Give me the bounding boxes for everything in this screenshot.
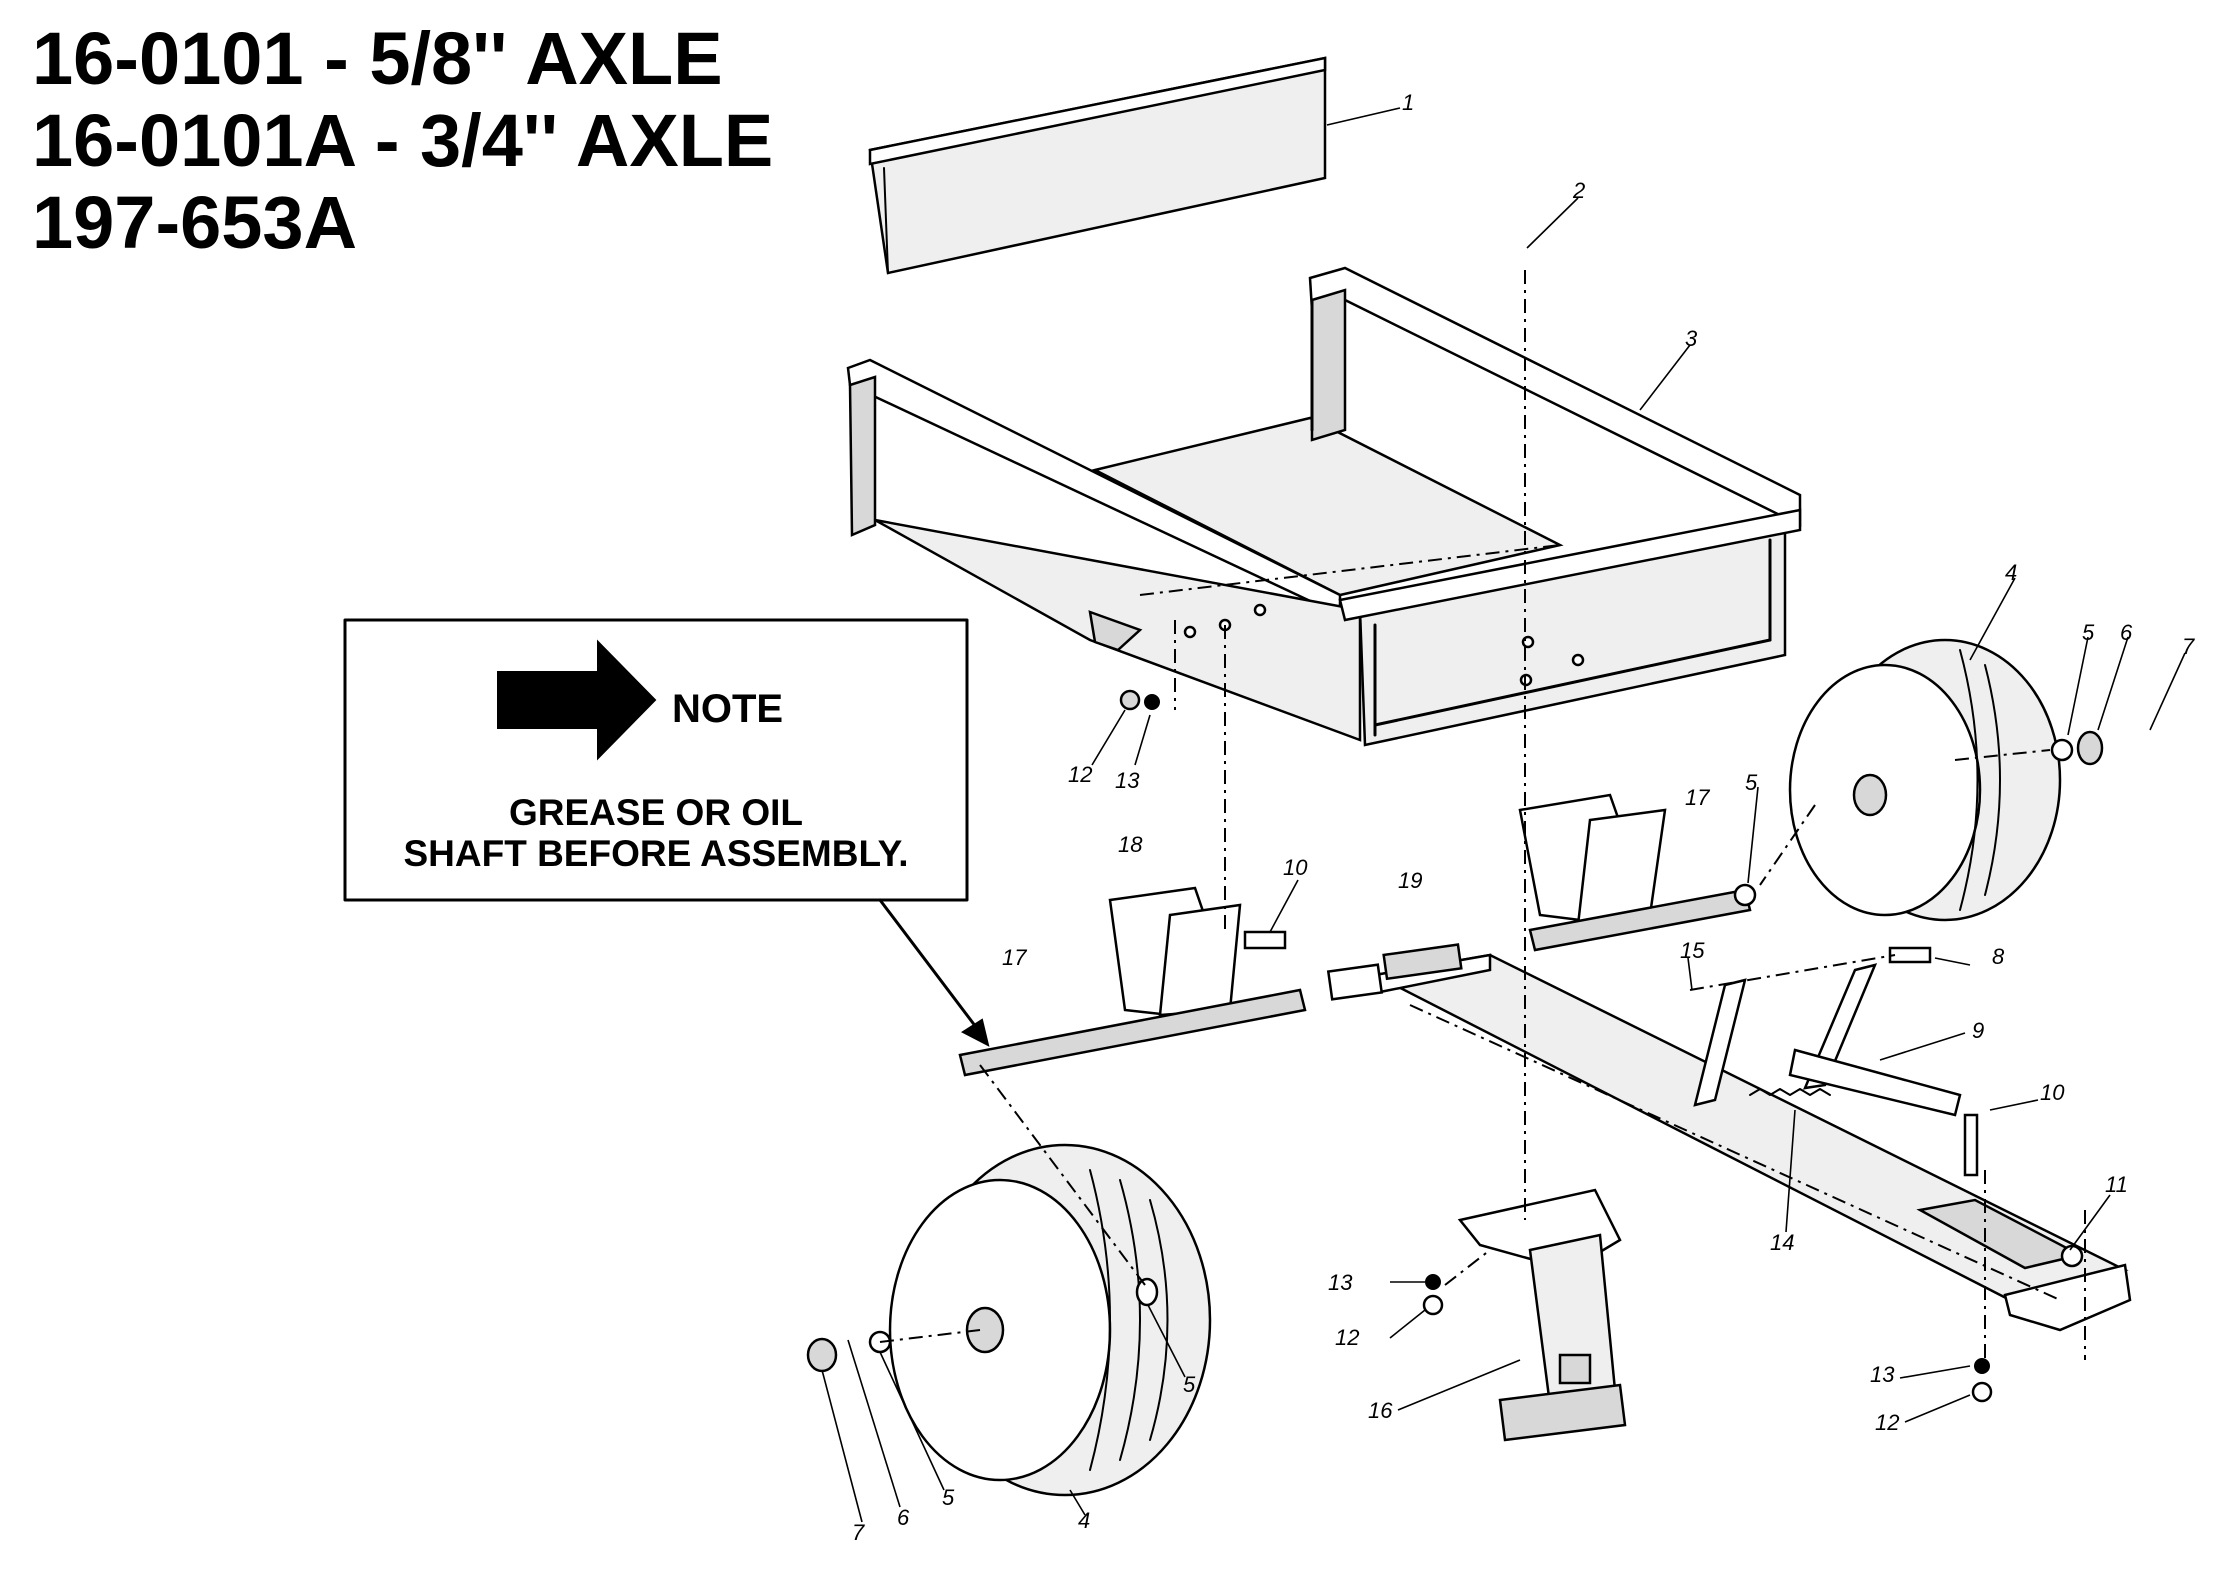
part-label-1: 1 <box>1402 90 1414 115</box>
part-label-13-stand: 13 <box>1328 1270 1353 1295</box>
part-label-5: 5 <box>2082 620 2095 645</box>
part-label-10-lower: 10 <box>2040 1080 2065 1105</box>
note-line-1: GREASE OR OIL <box>509 792 803 833</box>
part-label-17-left: 17 <box>1002 945 1027 970</box>
part-label-12: 12 <box>1068 762 1092 787</box>
part-labels: 1 2 3 4 5 6 7 12 13 18 17 5 10 19 17 15 … <box>852 90 2195 1545</box>
title-line-2: 16-0101A - 3/4'' AXLE <box>32 99 773 182</box>
part-label-19: 19 <box>1398 868 1422 893</box>
right-axle-assembly <box>1518 793 1752 952</box>
part-label-3: 3 <box>1685 326 1698 351</box>
dump-bed <box>846 266 1802 747</box>
part-label-5-lower: 5 <box>942 1485 955 1510</box>
note-box: NOTE GREASE OR OIL SHAFT BEFORE ASSEMBLY… <box>343 618 990 1047</box>
hardware <box>806 620 2104 1403</box>
note-line-2: SHAFT BEFORE ASSEMBLY. <box>403 833 908 874</box>
part-label-12-hitch: 12 <box>1875 1410 1899 1435</box>
part-label-5-upper: 5 <box>1745 770 1758 795</box>
part-label-10-upper: 10 <box>1283 855 1308 880</box>
part-label-7: 7 <box>2182 634 2195 659</box>
part-label-18-left: 18 <box>1118 832 1143 857</box>
tailgate-board <box>868 56 1327 275</box>
part-label-12-stand: 12 <box>1335 1325 1359 1350</box>
part-label-13-hitch: 13 <box>1870 1362 1895 1387</box>
right-arrow-icon <box>497 639 657 761</box>
title-line-1: 16-0101 - 5/8'' AXLE <box>32 17 723 100</box>
tongue-bar <box>1371 953 2132 1332</box>
part-label-17-right: 17 <box>1685 785 1710 810</box>
part-label-4-lower: 4 <box>1078 1508 1090 1533</box>
part-label-8: 8 <box>1992 944 2005 969</box>
part-label-5-wheel-inner: 5 <box>1183 1372 1196 1397</box>
part-label-9: 9 <box>1972 1018 1984 1043</box>
left-wheel <box>888 1143 1212 1497</box>
part-label-6-lower: 6 <box>897 1505 910 1530</box>
title-line-3: 197-653A <box>32 181 357 264</box>
note-heading: NOTE <box>672 687 783 731</box>
part-label-4: 4 <box>2005 560 2017 585</box>
part-label-13: 13 <box>1115 768 1140 793</box>
part-label-14: 14 <box>1770 1230 1794 1255</box>
hitch-plate <box>1916 1198 2086 1360</box>
jack-stand <box>1457 270 1627 1442</box>
right-wheel <box>1788 638 2062 922</box>
part-label-11: 11 <box>2105 1172 2128 1197</box>
part-label-15: 15 <box>1680 938 1705 963</box>
pivot-linkage <box>1693 963 1962 1117</box>
leader-lines <box>821 107 2186 1523</box>
part-label-16: 16 <box>1368 1398 1393 1423</box>
part-label-7-lower: 7 <box>852 1520 865 1545</box>
left-axle-assembly <box>958 886 1463 1077</box>
part-label-2: 2 <box>1572 178 1585 203</box>
title-block: 16-0101 - 5/8'' AXLE 16-0101A - 3/4'' AX… <box>32 17 773 264</box>
part-label-6: 6 <box>2120 620 2133 645</box>
